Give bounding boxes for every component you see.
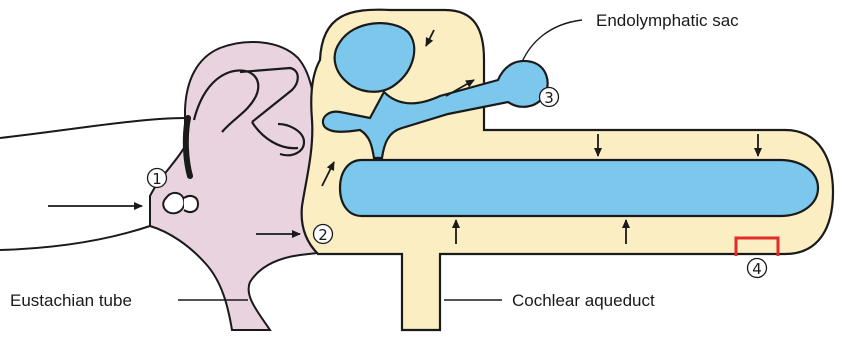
marker-3-label: 3 [544,89,554,107]
marker-2: 2 [314,225,333,245]
cochlear-duct [340,160,818,216]
leader-endolymphatic-sac [522,20,582,62]
ear-canal-upper [0,118,185,138]
middle-ear-region [150,42,326,330]
marker-4-label: 4 [752,260,762,278]
marker-1: 1 [148,169,167,189]
marker-1-label: 1 [152,170,162,188]
marker-3: 3 [540,88,559,108]
ear-canal-lower [0,226,150,250]
label-eustachian-tube: Eustachian tube [10,291,132,310]
round-window-flap-inner [184,196,198,212]
label-cochlear-aqueduct: Cochlear aqueduct [512,291,655,310]
marker-4: 4 [748,259,767,279]
label-endolymphatic-sac: Endolymphatic sac [596,11,739,30]
marker-2-label: 2 [318,226,328,244]
